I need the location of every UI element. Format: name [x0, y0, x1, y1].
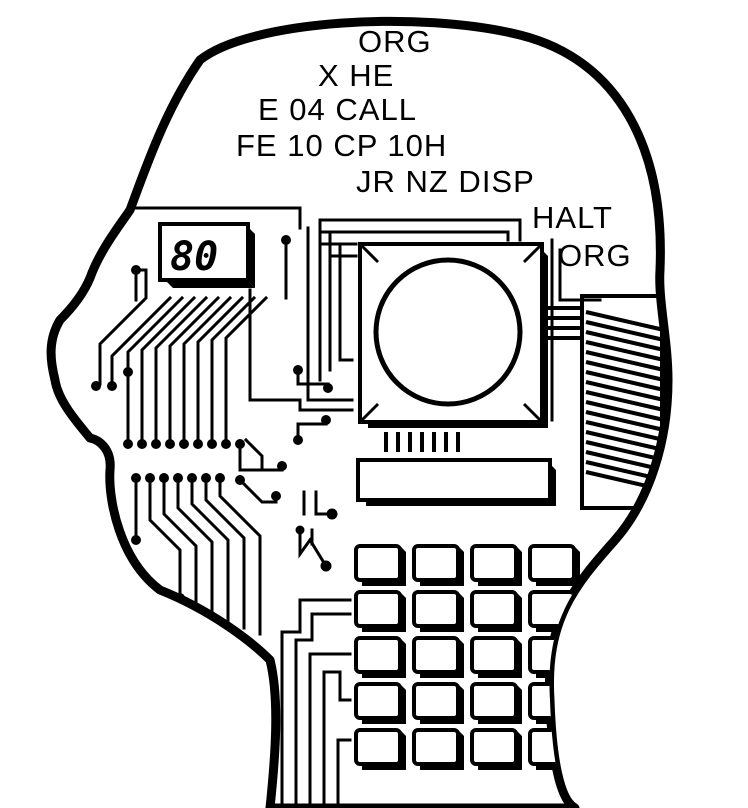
cpu-lens — [373, 257, 523, 407]
edge-connector — [548, 294, 665, 510]
keypad-key — [412, 590, 464, 632]
fan-traces — [98, 238, 288, 446]
code-line-7: ORG — [558, 238, 632, 273]
keypad-key — [354, 728, 406, 770]
keypad-key — [470, 590, 522, 632]
code-line-6: HALT — [532, 200, 613, 235]
keypad-key — [470, 682, 522, 724]
code-line-1: ORG — [358, 24, 432, 59]
code-line-5: JR NZ DISP — [356, 164, 535, 199]
small-components — [295, 368, 338, 572]
keypad-key — [412, 682, 464, 724]
keypad-traces — [280, 598, 352, 808]
bus-traces-top — [248, 218, 602, 422]
keypad-key — [470, 728, 522, 770]
keypad-key — [470, 544, 522, 586]
code-line-3: E 04 CALL — [258, 92, 417, 127]
bar-chip — [356, 458, 556, 506]
cpu-chip — [358, 242, 548, 452]
solder-pads — [91, 235, 333, 603]
lower-traces — [134, 437, 284, 636]
keypad-key — [354, 682, 406, 724]
keypad-key — [354, 636, 406, 678]
keypad-key — [412, 544, 464, 586]
led-readout: 80 — [170, 234, 218, 280]
code-line-4: FE 10 CP 10H — [236, 128, 447, 163]
keypad-key — [412, 636, 464, 678]
keypad-key — [354, 544, 406, 586]
board-outline — [133, 206, 302, 230]
keypad-key — [528, 544, 580, 586]
assembler-code-block: ORG X HE E 04 CALL FE 10 CP 10H JR NZ DI… — [236, 24, 632, 273]
keypad-key — [354, 590, 406, 632]
keypad-key — [470, 636, 522, 678]
led-display: 80 — [158, 222, 255, 288]
keypad-key — [412, 728, 464, 770]
code-line-2: X HE — [318, 58, 394, 93]
